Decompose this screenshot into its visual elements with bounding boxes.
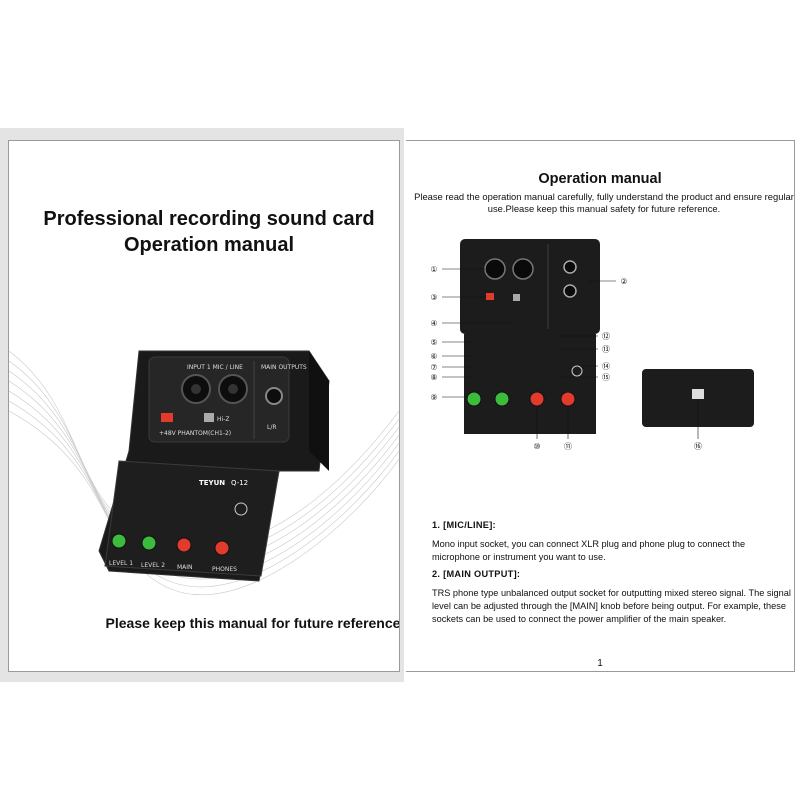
level1-label: LEVEL 1 — [109, 560, 133, 567]
lr-label: L/R — [267, 424, 277, 431]
brand-label: TEYUN — [199, 479, 225, 487]
page-number: 1 — [597, 658, 603, 669]
callout-9: ⑨ — [430, 393, 437, 402]
headphone-icon — [234, 502, 248, 516]
main-label: MAIN — [177, 564, 193, 571]
callout-5: ⑤ — [430, 338, 437, 347]
main-knob — [176, 537, 192, 553]
phantom-button — [161, 413, 173, 422]
model-label: Q-12 — [231, 479, 248, 487]
controls-diagram: ① ② ③ ④ ⑤ ⑥ ⑦ ⑧ ⑨ ⑩ ⑪ ⑫ ⑬ ⑭ ⑮ ⑯ — [430, 239, 754, 451]
callout-4: ④ — [430, 319, 437, 328]
manual-title: Operation manual — [538, 171, 662, 187]
callout-3: ③ — [430, 293, 437, 302]
manual-frame: Operation manual Please read the operati… — [406, 140, 795, 672]
cover-title-line1: Professional recording sound card — [43, 208, 375, 230]
phones-label: PHONES — [212, 566, 237, 573]
manual-spread: Professional recording sound card Operat… — [0, 128, 800, 682]
manual-page: Operation manual Please read the operati… — [404, 128, 800, 682]
manual-sections: 1. [MIC/LINE]: Mono input socket, you ca… — [432, 519, 792, 630]
hiz-label: Hi-Z — [217, 416, 229, 423]
phantom-label: +48V PHANTOM(CH1-2) — [159, 430, 231, 437]
cover-page: Professional recording sound card Operat… — [0, 128, 404, 682]
main-outputs-label: MAIN OUTPUTS — [261, 364, 307, 371]
hiz-switch — [204, 413, 214, 422]
manual-intro: Please read the operation manual careful… — [414, 191, 794, 214]
cover-footer: Please keep this manual for future refer… — [105, 615, 400, 631]
callout-13: ⑬ — [602, 345, 610, 354]
device-top-view — [460, 239, 600, 334]
level2-label: LEVEL 2 — [141, 562, 165, 569]
callout-11: ⑪ — [564, 442, 572, 451]
callout-2: ② — [620, 277, 627, 286]
cover-title-line2: Operation manual — [123, 234, 295, 256]
callout-14: ⑭ — [602, 362, 610, 371]
device-front-view — [464, 334, 596, 434]
level1-knob — [111, 533, 127, 549]
callout-6: ⑥ — [430, 352, 437, 361]
section-2-body: TRS phone type unbalanced output socket … — [432, 588, 791, 624]
callout-15: ⑮ — [602, 373, 610, 382]
cover-frame: Professional recording sound card Operat… — [8, 140, 400, 672]
sound-card-illustration: INPUT 1 MIC / LINE MAIN OUTPUTS L/R +48V… — [98, 350, 330, 582]
callout-1: ① — [430, 265, 437, 274]
section-1-body: Mono input socket, you can connect XLR p… — [432, 539, 746, 562]
section-2-heading: 2. [MAIN OUTPUT]: — [432, 569, 521, 579]
input1-label: INPUT 1 MIC / LINE — [187, 364, 243, 371]
callout-10: ⑩ — [533, 442, 540, 451]
section-1-heading: 1. [MIC/LINE]: — [432, 520, 496, 530]
main-output-socket — [265, 387, 283, 405]
level2-knob — [141, 535, 157, 551]
callout-12: ⑫ — [602, 332, 610, 341]
phones-knob — [214, 540, 230, 556]
cover-title: Professional recording sound card Operat… — [39, 206, 379, 258]
callout-7: ⑦ — [430, 363, 437, 372]
callout-8: ⑧ — [430, 373, 437, 382]
callout-16: ⑯ — [694, 442, 702, 451]
